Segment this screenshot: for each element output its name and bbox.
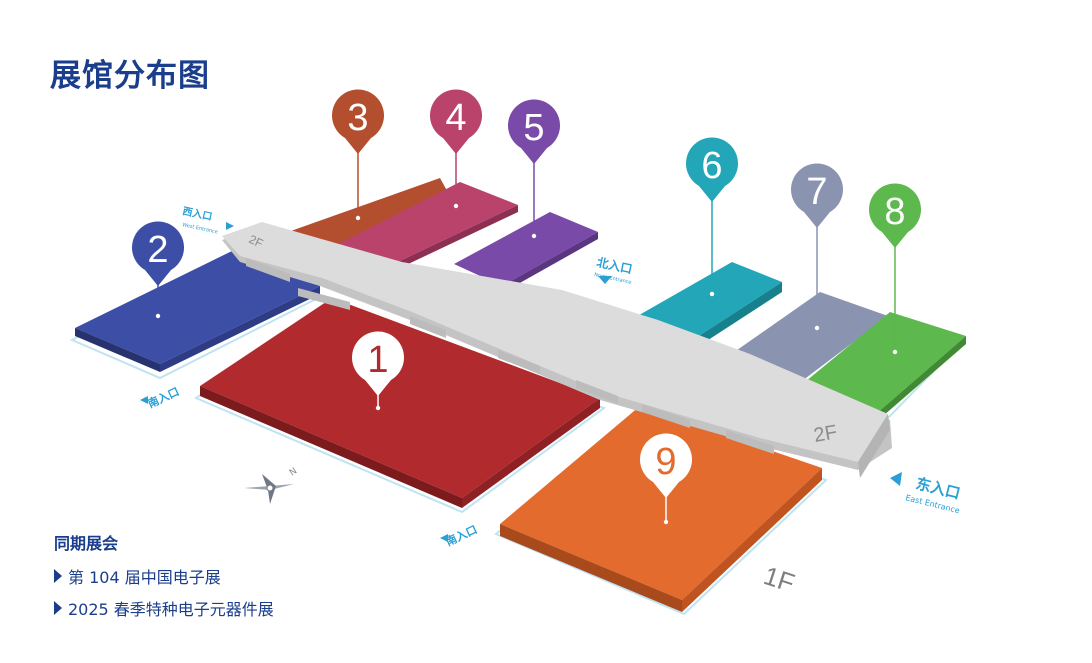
entrance-west[interactable]: 西入口 West Entrance <box>181 205 234 236</box>
hall-number-label: 7 <box>806 171 827 213</box>
arrow-up-icon <box>140 396 148 404</box>
hall-4-pin-marker[interactable]: 4 <box>430 89 483 209</box>
hall-4[interactable] <box>338 182 518 275</box>
legend-item-label: 2025 春季特种电子元器件展 <box>68 600 274 619</box>
hall-number-label: 3 <box>347 97 368 139</box>
pin-dot <box>375 405 381 411</box>
pin-dot <box>814 325 820 331</box>
map-pin-icon <box>430 89 483 154</box>
pin-dot <box>892 349 898 355</box>
concurrent-exhibitions-legend: 同期展会 第 104 届中国电子展 2025 春季特种电子元器件展 <box>54 530 274 628</box>
hall-number-label: 9 <box>655 441 676 483</box>
map-pin-icon <box>686 137 739 202</box>
pin-dot <box>531 233 537 239</box>
arrow-down-icon <box>598 276 612 284</box>
arrow-right-icon <box>226 222 234 230</box>
legend-item-label: 第 104 届中国电子展 <box>68 568 221 587</box>
hall-1[interactable] <box>193 298 607 514</box>
hall-2-pin-marker[interactable]: 2 <box>132 221 185 319</box>
map-pin-icon <box>352 331 405 396</box>
hall-2[interactable] <box>69 250 325 380</box>
floor-label-1f: 1F <box>760 560 798 598</box>
entrance-north-label: 北入口 <box>595 254 633 276</box>
entrance-west-label: 西入口 <box>181 205 213 223</box>
legend-item: 2025 春季特种电子元器件展 <box>54 596 274 620</box>
hall-7-pin-marker[interactable]: 7 <box>791 163 844 331</box>
hall-number-label: 4 <box>445 97 466 139</box>
entrance-south-b[interactable]: 南入口 <box>440 522 479 549</box>
pin-dot <box>453 203 459 209</box>
hall-number-label: 2 <box>147 229 168 271</box>
hall-3[interactable] <box>288 178 462 262</box>
hall-3-pin-marker[interactable]: 3 <box>332 89 385 221</box>
page-title: 展馆分布图 <box>50 58 210 94</box>
hall-8-pin-marker[interactable]: 8 <box>868 183 921 355</box>
map-pin-icon <box>640 433 693 498</box>
triangle-bullet-icon <box>54 569 62 583</box>
pin-dot <box>709 291 715 297</box>
map-pin-icon <box>868 183 921 248</box>
pin-dot <box>155 313 161 319</box>
arrow-up-icon <box>440 534 448 542</box>
entrance-south-b-label: 南入口 <box>443 522 479 549</box>
legend-item: 第 104 届中国电子展 <box>54 564 274 588</box>
pin-dot <box>663 519 669 525</box>
compass-north-label: N <box>288 466 299 478</box>
hall-5[interactable] <box>454 212 598 293</box>
entrance-south-a-label: 南入口 <box>145 384 181 411</box>
entrance-west-en: West Entrance <box>182 222 219 235</box>
hall-9[interactable] <box>494 406 828 616</box>
triangle-bullet-icon <box>54 601 62 615</box>
legend-heading: 同期展会 <box>54 534 119 553</box>
hall-number-label: 8 <box>884 191 905 233</box>
floor-label-2f: 2F <box>812 421 839 447</box>
arrow-left-icon <box>890 472 902 486</box>
map-pin-icon <box>332 89 385 154</box>
entrance-east[interactable]: 东入口 East Entrance <box>890 472 962 515</box>
corridor-2f <box>222 222 892 478</box>
map-pin-icon <box>132 221 185 286</box>
compass-icon: N <box>244 466 299 504</box>
hall-5-pin-marker[interactable]: 5 <box>508 99 561 239</box>
hall-6-pin-marker[interactable]: 6 <box>686 137 739 297</box>
floor-label-2f-small: 2F <box>247 232 266 251</box>
pin-dot <box>355 215 361 221</box>
hall-number-label: 5 <box>523 107 544 149</box>
hall-9-pin-marker[interactable]: 9 <box>640 433 693 525</box>
map-pin-icon <box>508 99 561 164</box>
hall-1-pin-marker[interactable]: 1 <box>352 331 405 411</box>
entrance-south-a[interactable]: 南入口 <box>140 384 181 411</box>
hall-number-label: 6 <box>701 145 722 187</box>
hall-number-label: 1 <box>367 339 388 381</box>
entrance-north[interactable]: 北入口 North Entrance <box>594 254 634 286</box>
map-pin-icon <box>791 163 844 228</box>
